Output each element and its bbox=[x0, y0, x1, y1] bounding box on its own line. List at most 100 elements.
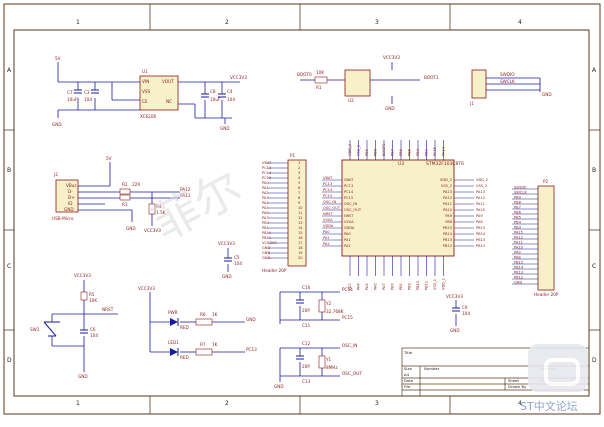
gnd-label: GND bbox=[220, 126, 230, 131]
led-gnd: GND bbox=[246, 317, 256, 322]
p2-pin-label: SWDIO bbox=[514, 185, 527, 189]
p1-pin-label: PB0 bbox=[262, 221, 270, 225]
p1-pin-label: PA5 bbox=[262, 206, 269, 210]
mcu-top-pin: PB9 bbox=[365, 148, 369, 156]
mcu-top-pin: PA15 bbox=[433, 147, 437, 156]
tb-drawn: Drawn By bbox=[508, 384, 527, 389]
mcu-right-net: PA8 bbox=[476, 220, 483, 224]
mcu-left-net: PC13 bbox=[323, 182, 332, 186]
sw1-name: SW1 bbox=[30, 327, 40, 332]
mcu-left-net: VDDA bbox=[323, 224, 334, 228]
p1-pin-number: 16 bbox=[298, 236, 303, 240]
row-label: C bbox=[7, 263, 11, 270]
p1-pin-number: 12 bbox=[298, 216, 303, 220]
p1-name: P1 bbox=[290, 153, 296, 158]
r3-name: R3 bbox=[122, 202, 128, 207]
mcu-right-pin: PB13 bbox=[443, 238, 452, 242]
swd-pin: SWDIO bbox=[500, 72, 515, 77]
row-label: D bbox=[7, 357, 12, 364]
cval2: 20P bbox=[302, 364, 310, 369]
c6-name: C6 bbox=[90, 327, 96, 332]
swd-gnd: GND bbox=[542, 92, 552, 97]
power-labels: U1 XC6206 VIN VSS CE VOUT NC 5V VCC3V3 G… bbox=[52, 56, 247, 131]
p1-pin-label: PC13 bbox=[262, 166, 271, 170]
xtal-gnd: GND bbox=[274, 384, 284, 389]
mcu-left-net: PA0 bbox=[323, 230, 330, 234]
tb-number: Number bbox=[424, 366, 440, 371]
mcu-right-pin: PA9 bbox=[445, 214, 452, 218]
reset-labels: VCC3V3 R5 10K NRST SW1 C6 104 GND bbox=[30, 273, 114, 379]
mcu-left-net: OSC_IN bbox=[323, 200, 336, 204]
p1-pin-number: 14 bbox=[298, 226, 303, 230]
misc-gnd: GND bbox=[222, 274, 232, 279]
r-value: 1K bbox=[212, 312, 218, 317]
p2-pin-label: PB14 bbox=[514, 265, 524, 269]
swd-labels: SWDIO SWCLK J1 GND bbox=[469, 72, 552, 106]
p1-pin-number: 1 bbox=[298, 161, 300, 165]
p1-pin-label: PC14 bbox=[262, 171, 272, 175]
p1-pin-number: 6 bbox=[298, 186, 301, 190]
usb-pin: VBus bbox=[66, 183, 77, 188]
row-label: B bbox=[592, 167, 596, 174]
mcu-left-net: VBAT bbox=[323, 176, 333, 180]
power-regulator-wires bbox=[57, 62, 240, 124]
p2-pin-label: SWCLK bbox=[514, 190, 527, 194]
u2-name: U2 bbox=[348, 98, 354, 103]
p1-pin-number: 10 bbox=[298, 206, 303, 210]
r3-resistor bbox=[119, 194, 131, 201]
c10-name: C10 bbox=[302, 285, 311, 290]
usb-pin: D- bbox=[68, 189, 73, 194]
c-left-1: C3 bbox=[84, 90, 90, 95]
y2-crystal bbox=[318, 355, 326, 369]
xtal-wires bbox=[279, 291, 340, 382]
usb-label: USB-Micro bbox=[52, 216, 74, 221]
boot-labels: BOOT0 BOOT1 10K R1 VCC3V3 GND U2 bbox=[297, 55, 439, 111]
mcu-right-net: VDD_2 bbox=[476, 178, 488, 182]
usb-5v: 5V bbox=[106, 156, 112, 161]
mcu-bottom-pin: PA5 bbox=[365, 283, 369, 290]
col-label: 3 bbox=[375, 19, 379, 26]
mcu-left-pin: PA1 bbox=[344, 238, 351, 242]
usb-pin: ID bbox=[68, 201, 72, 206]
tb-size-val: A4 bbox=[404, 372, 410, 377]
p1-pin-label: PA3 bbox=[262, 196, 269, 200]
p1-pin-label: PA4 bbox=[262, 201, 269, 205]
r4-name: R4 bbox=[156, 204, 162, 209]
p1-pin-label: PB1 bbox=[262, 226, 269, 230]
p1-pin-number: 18 bbox=[298, 246, 303, 250]
mcu-right-net: VSS_2 bbox=[476, 184, 487, 188]
mcu-left-pin: PC14 bbox=[344, 190, 354, 194]
mcu-left-net: NRST bbox=[323, 212, 333, 216]
mcu-top-pin: VSS_3 bbox=[357, 145, 361, 156]
misc-gnd: GND bbox=[450, 328, 460, 333]
col-label: 2 bbox=[225, 19, 229, 26]
boot1-label: BOOT1 bbox=[424, 75, 439, 80]
mcu-bottom-pin: PA7 bbox=[382, 283, 386, 290]
p1-pin-number: 8 bbox=[298, 196, 301, 200]
mcu-left-net: PA1 bbox=[323, 236, 330, 240]
row-label: B bbox=[7, 167, 11, 174]
led-pwr: PWR bbox=[168, 310, 178, 315]
r1-resistor bbox=[314, 76, 328, 84]
mcu-top-pin: VDD_3 bbox=[348, 144, 352, 156]
p2-pin-label: PA9 bbox=[514, 250, 521, 254]
mcu-left-pin: VDDA bbox=[344, 226, 355, 230]
mcu-top-pin: PB3 bbox=[425, 149, 429, 156]
u1-pin-nc: NC bbox=[166, 99, 172, 104]
mcu-right-net: PB13 bbox=[476, 238, 485, 242]
p1-pin-label: VCC3V3 bbox=[262, 241, 277, 245]
r1-name: R1 bbox=[316, 85, 322, 90]
j1-swd-connector bbox=[471, 69, 487, 99]
p1-pin-number: 4 bbox=[298, 176, 301, 180]
tb-sheet: Sheet bbox=[508, 378, 519, 383]
mcu-right-pin: VSS_2 bbox=[441, 184, 452, 188]
j2-usb-connector bbox=[55, 179, 79, 213]
usb-vcc: VCC3V3 bbox=[144, 228, 161, 233]
j2-name: J2 bbox=[53, 172, 58, 177]
usb-gnd: GND bbox=[126, 226, 136, 231]
p1-pin-number: 2 bbox=[298, 166, 300, 170]
gnd-label: GND bbox=[52, 122, 62, 127]
u1-pin-vout: VOUT bbox=[162, 79, 174, 84]
led-wires bbox=[149, 292, 245, 353]
